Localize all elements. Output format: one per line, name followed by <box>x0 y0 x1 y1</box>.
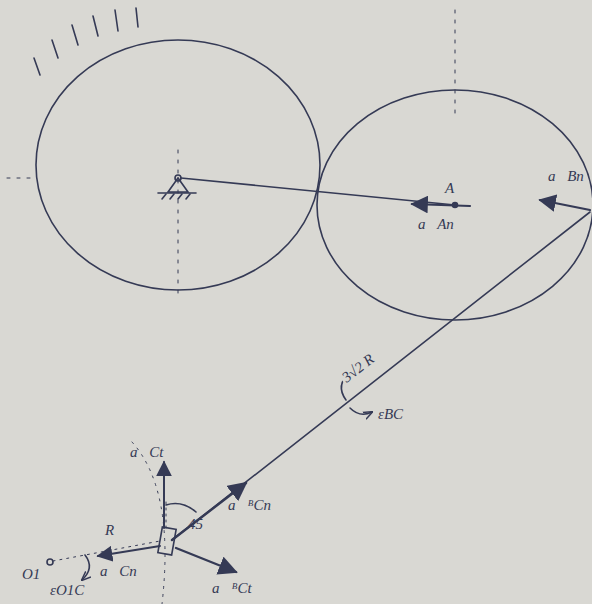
pivot-o1 <box>47 559 53 565</box>
vector-label: a⃗ᴮCn <box>228 497 271 514</box>
connecting-rod <box>172 212 590 540</box>
acceleration-arrow <box>176 548 236 572</box>
angular-acc-label: εO1C <box>50 582 84 599</box>
acceleration-arrow <box>163 462 165 528</box>
angle-arc <box>166 504 196 512</box>
axis-lines <box>0 10 455 300</box>
acceleration-arrow <box>412 204 470 206</box>
point-label: O1 <box>22 566 40 583</box>
vector-label: a⃗An <box>418 216 454 233</box>
hatching <box>34 8 138 75</box>
slider <box>158 527 176 555</box>
acceleration-arrow <box>540 200 590 210</box>
angular-acc-arc <box>350 408 372 414</box>
length-label: 3√2 R <box>337 349 379 387</box>
radius-label: R <box>105 522 114 539</box>
angular-acc-label: εBC <box>378 406 403 423</box>
point-label: A <box>445 180 454 197</box>
vector-label: a⃗ᴮCt <box>212 580 252 597</box>
angular-acc-arc <box>82 555 89 580</box>
moving-wheel <box>317 90 592 320</box>
vector-label: a⃗Bn <box>548 168 584 185</box>
vector-label: a⃗Ct <box>130 444 163 461</box>
acceleration-arrow <box>98 546 160 556</box>
crank <box>181 178 455 205</box>
angle-label: 45 <box>188 516 203 533</box>
path-arc <box>132 442 165 604</box>
vector-label: a⃗Cn <box>100 563 137 580</box>
